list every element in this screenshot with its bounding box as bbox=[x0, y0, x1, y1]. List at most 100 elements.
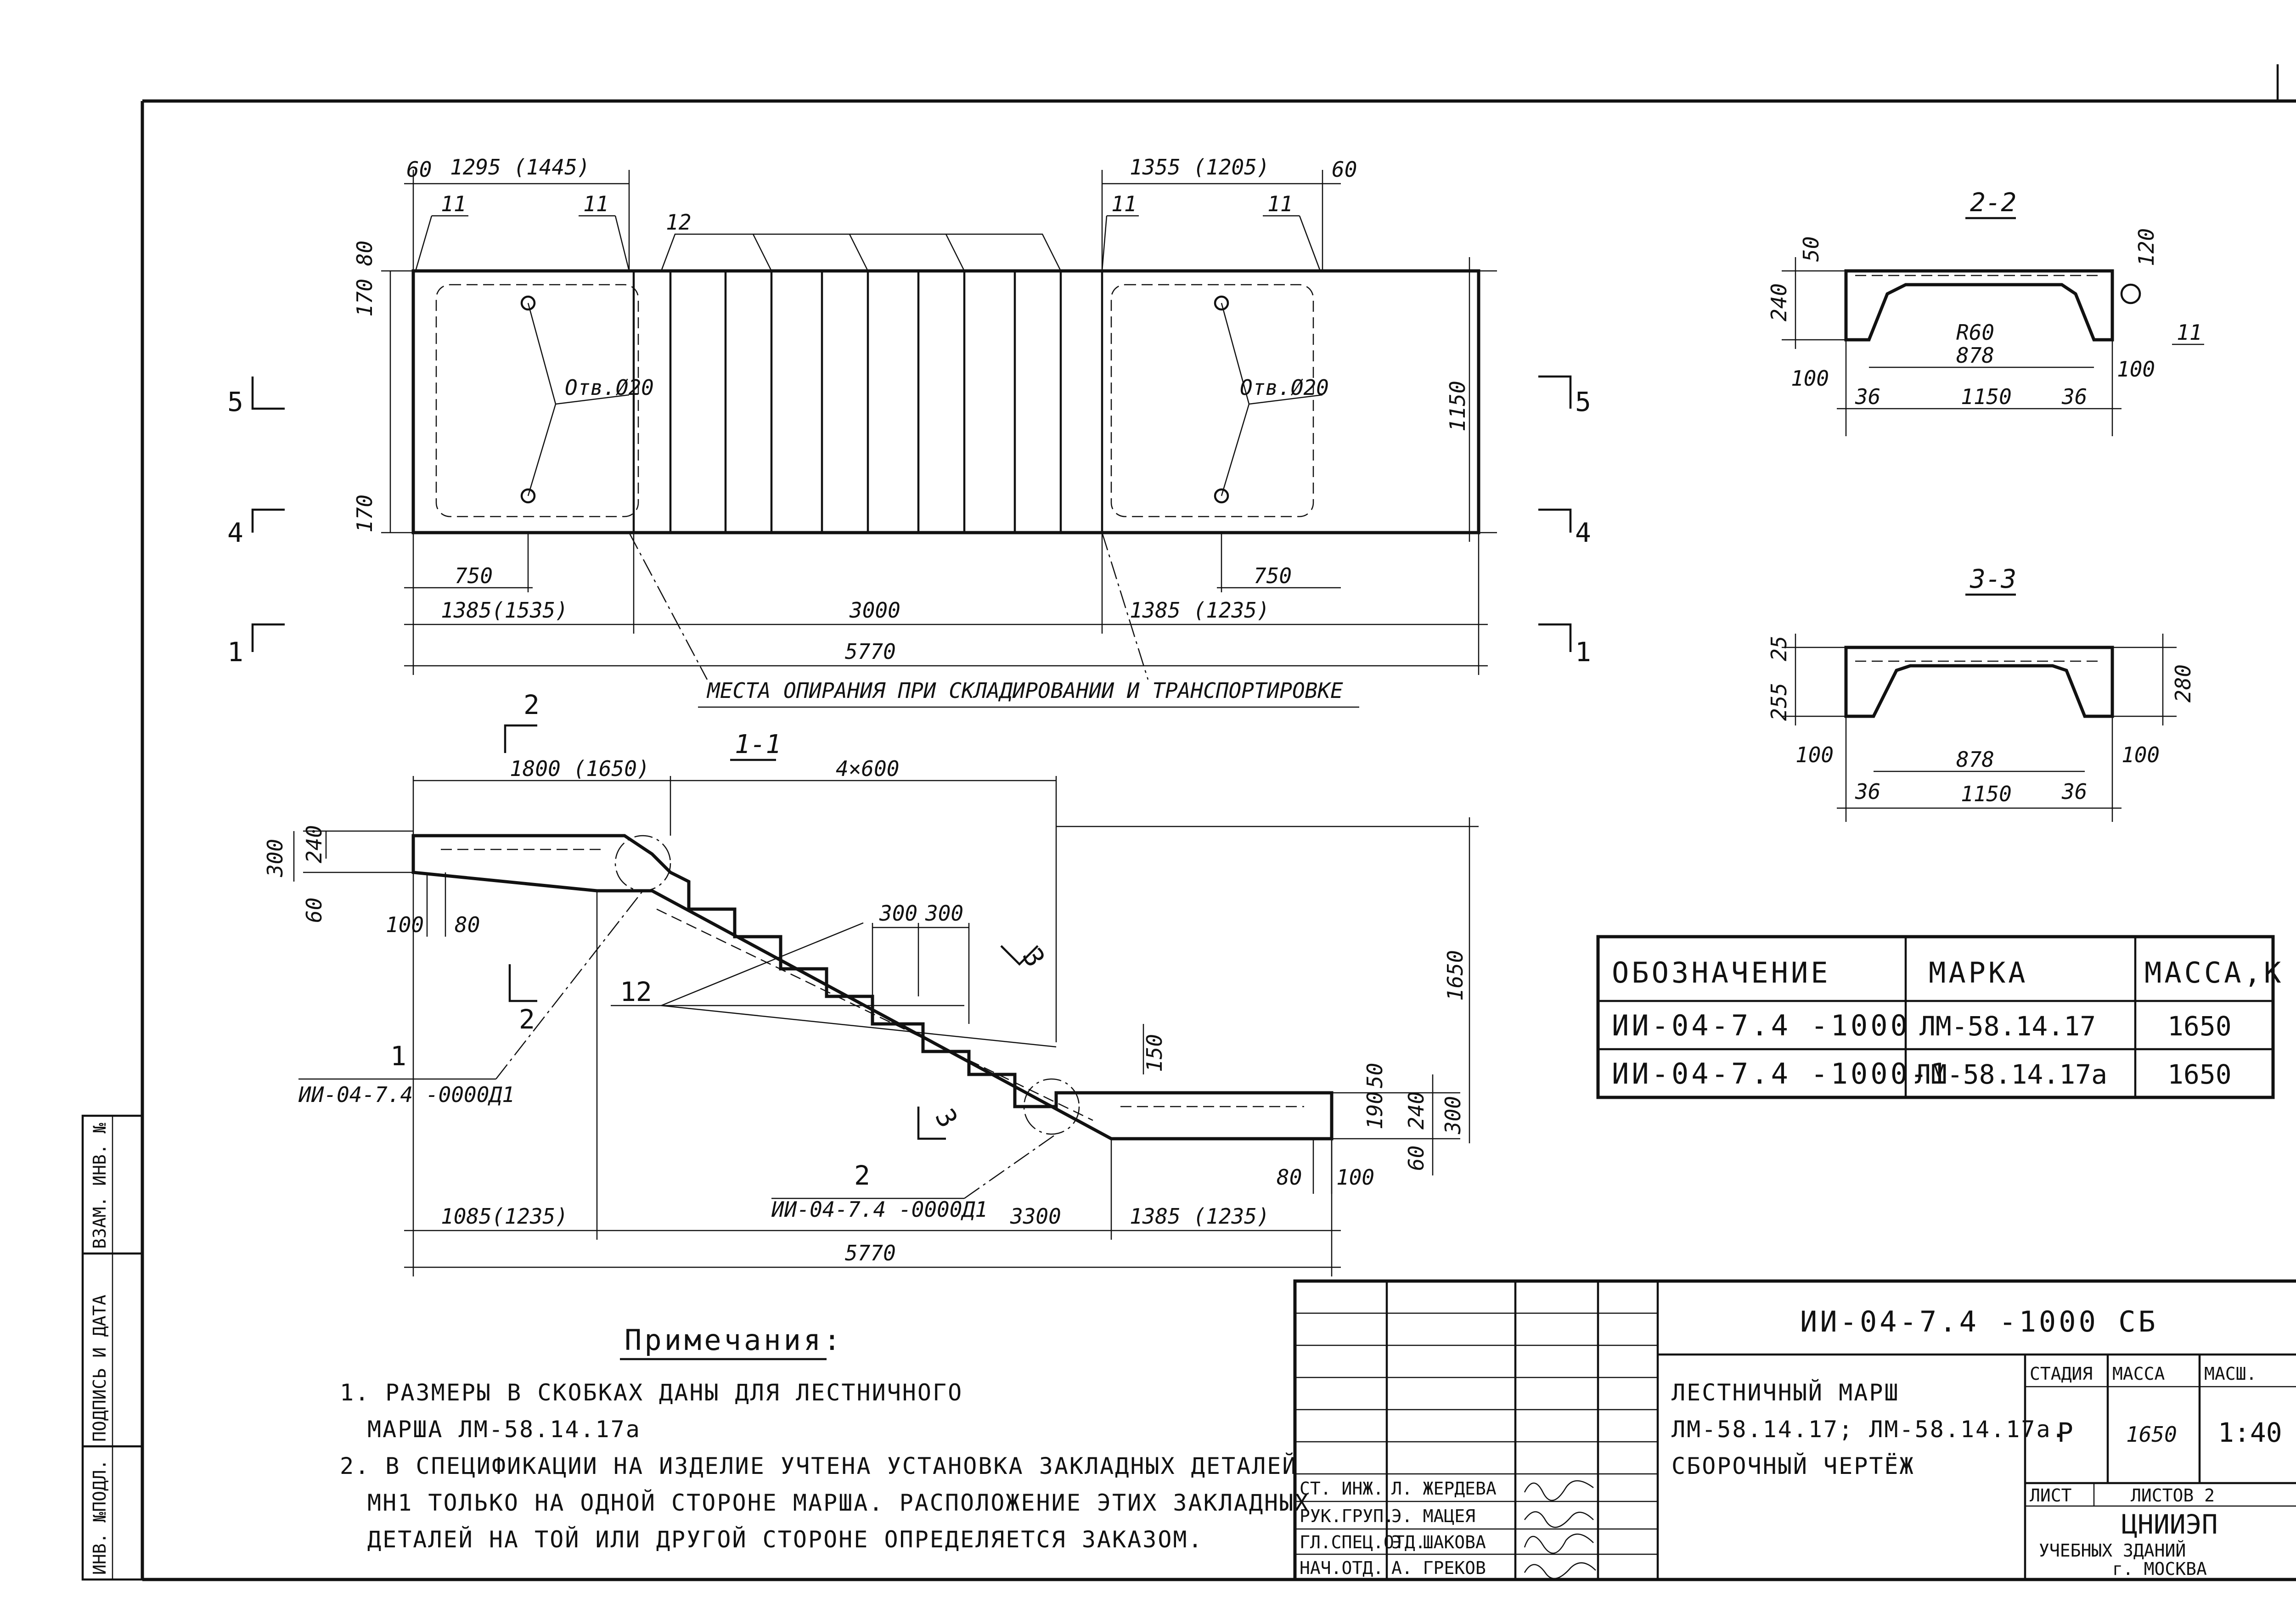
title-block-scale: 1:40 bbox=[2218, 1417, 2282, 1448]
title-block-org: ЦНИИЭП bbox=[2122, 1509, 2218, 1540]
section-2-2-profile bbox=[1844, 269, 2114, 342]
section-2-2: 2-2 50 240 120 R60 878 100 36 1150 36 10… bbox=[1767, 188, 2204, 436]
hole-icon bbox=[1214, 295, 1229, 311]
section-1-1-dim-300: 300 bbox=[263, 839, 287, 877]
title-block-stage: Р bbox=[2057, 1417, 2073, 1448]
plan-dim-1295: 1295 (1445) bbox=[450, 155, 590, 180]
staff-name-4: А. ГРЕКОВ bbox=[1391, 1558, 1486, 1578]
title-block-org2: УЧЕБНЫХ ЗДАНИЙ bbox=[2039, 1540, 2186, 1561]
plan-holes-left: Отв.Ø20 bbox=[565, 375, 654, 400]
plan-dim-1355: 1355 (1205) bbox=[1130, 155, 1270, 180]
section-3-3-title: 3-3 bbox=[1970, 564, 2016, 594]
plan-holes-right: Отв.Ø20 bbox=[1240, 375, 1329, 400]
section-2-2-dim-120: 120 bbox=[2134, 228, 2159, 266]
staff-role-2: РУК.ГРУП. bbox=[1300, 1506, 1394, 1526]
plan-dim-60-right: 60 bbox=[1332, 157, 1357, 182]
section-3-3-dim-36: 36 bbox=[1855, 779, 1880, 804]
title-block-code: ИИ-04-7.4 -1000 СБ bbox=[1800, 1305, 2158, 1338]
hole-icon bbox=[520, 488, 536, 504]
spec-row-2-mark: ЛМ-58.14.17а bbox=[1915, 1059, 2107, 1090]
title-block-col-scale: МАСШ. bbox=[2204, 1364, 2257, 1384]
spec-header-mass: МАССА,К bbox=[2144, 956, 2284, 989]
notes-item-1-cont: МАРША ЛМ-58.14.17а bbox=[367, 1416, 641, 1443]
notes-item-2-cont: МН1 ТОЛЬКО НА ОДНОЙ СТОРОНЕ МАРША. РАСПО… bbox=[367, 1489, 1310, 1516]
plan-dim-5770: 5770 bbox=[845, 639, 896, 664]
section-3-3-profile bbox=[1844, 646, 2114, 718]
section-3-3-dim-1150: 1150 bbox=[1961, 781, 2012, 806]
staff-role-3: ГЛ.СПЕЦ.ОТД. bbox=[1300, 1532, 1426, 1552]
spec-row-1-designation: ИИ-04-7.4 -1000 bbox=[1612, 1009, 1910, 1042]
section-1-1-callout2-num: 2 bbox=[854, 1160, 870, 1191]
section-2-2-dim-36: 36 bbox=[1855, 384, 1880, 409]
section-mark-1: 1 bbox=[1575, 636, 1591, 668]
spec-row-2-mass: 1650 bbox=[2167, 1059, 2232, 1090]
signature-1 bbox=[1524, 1480, 1594, 1501]
section-1-1-dim-60: 60 bbox=[1404, 1146, 1429, 1171]
staff-role-1: СТ. ИНЖ. bbox=[1300, 1478, 1384, 1499]
margin-stamp-repl: ВЗАМ. ИНВ. № bbox=[90, 1123, 110, 1249]
plan-mark-12: 12 bbox=[666, 210, 691, 235]
title-block: СТ. ИНЖ. Л. ЖЕРДЕВА РУК.ГРУП. Э. МАЦЕЯ Г… bbox=[1293, 1279, 2296, 1581]
plan-left-contour bbox=[435, 284, 639, 517]
section-2-2-title: 2-2 bbox=[1970, 188, 2016, 218]
plan-dim-3000: 3000 bbox=[849, 598, 900, 623]
section-3-3-dim-878: 878 bbox=[1956, 747, 1994, 772]
section-3-3-dim-100: 100 bbox=[2122, 742, 2160, 767]
section-3-3-dim-36: 36 bbox=[2061, 779, 2087, 804]
section-1-1-mark-12: 12 bbox=[620, 976, 652, 1007]
spec-row-1-mass: 1650 bbox=[2167, 1011, 2232, 1042]
section-1-1-dim-80: 80 bbox=[1277, 1165, 1302, 1190]
notes-item-2-cont2: ДЕТАЛЕЙ НА ТОЙ ИЛИ ДРУГОЙ СТОРОНЕ ОПРЕДЕ… bbox=[367, 1526, 1204, 1553]
section-mark-5: 5 bbox=[227, 386, 243, 417]
margin-stamp-inv: ИНВ. №ПОДЛ. bbox=[90, 1459, 110, 1575]
section-1-1-dim-300: 300 bbox=[1441, 1096, 1465, 1135]
notes-title: Примечания: bbox=[625, 1323, 844, 1357]
spec-header-designation: ОБОЗНАЧЕНИЕ bbox=[1612, 956, 1831, 989]
section-1-1-dim-100: 100 bbox=[386, 912, 424, 937]
section-1-1-cut2: 2 bbox=[519, 1004, 535, 1035]
section-1-1-cut3: 3 bbox=[1016, 943, 1051, 972]
section-1-1-callout1-code: ИИ-04-7.4 -0000Д1 bbox=[298, 1082, 515, 1107]
section-1-1-dim-4x600: 4×600 bbox=[836, 756, 899, 781]
plan-dim-170-80: 170 80 bbox=[352, 241, 377, 317]
section-3-3-dim-280: 280 bbox=[2171, 664, 2195, 703]
section-2-2-mark-11: 11 bbox=[2177, 320, 2202, 345]
spec-row-1-mark: ЛМ-58.14.17 bbox=[1919, 1011, 2096, 1042]
plan-mark-11: 11 bbox=[1267, 191, 1293, 216]
section-1-1-riser: 150 bbox=[1142, 1034, 1167, 1072]
staff-role-4: НАЧ.ОТД. bbox=[1300, 1558, 1384, 1578]
section-1-1-dim-60: 60 bbox=[302, 898, 326, 923]
title-block-name-1: ЛЕСТНИЧНЫЙ МАРШ bbox=[1671, 1379, 1900, 1406]
plan-mark-11: 11 bbox=[1111, 191, 1137, 216]
plan-mark-11: 11 bbox=[441, 191, 466, 216]
section-2-2-dim-878: 878 bbox=[1956, 343, 1994, 368]
section-1-1-callout1-num: 1 bbox=[390, 1040, 406, 1072]
section-1-1-title: 1-1 bbox=[735, 730, 781, 759]
section-1-1-dim-50: 50 bbox=[1362, 1063, 1387, 1088]
section-2-2-dim-100: 100 bbox=[1791, 366, 1829, 391]
section-1-1-dim-3300: 3300 bbox=[1010, 1204, 1061, 1229]
section-1-1-dim-240: 240 bbox=[302, 825, 326, 863]
section-1-1-callout2-code: ИИ-04-7.4 -0000Д1 bbox=[771, 1197, 988, 1222]
section-2-2-dim-240: 240 bbox=[1767, 283, 1791, 321]
section-marks-right: 5 4 1 bbox=[1538, 375, 1591, 668]
section-3-3-dim-25: 25 bbox=[1767, 636, 1791, 661]
plan-steps bbox=[632, 271, 1103, 533]
section-2-2-r60: R60 bbox=[1956, 320, 1994, 345]
section-marks-left: 5 4 1 bbox=[227, 377, 285, 668]
plan-view: Отв.Ø20 Отв.Ø20 60 1295 (1445) 1355 (120… bbox=[227, 155, 1591, 708]
title-block-mass: 1650 bbox=[2126, 1422, 2177, 1447]
section-1-1-cut2: 2 bbox=[523, 689, 540, 720]
spec-row-2-designation: ИИ-04-7.4 -1000-1 bbox=[1612, 1057, 1950, 1090]
section-3-3: 3-3 255 25 280 100 878 100 36 1150 36 bbox=[1767, 564, 2195, 822]
plan-dim-1385-right: 1385 (1235) bbox=[1130, 598, 1270, 623]
spec-header-mark: МАРКА bbox=[1929, 956, 2028, 989]
signature-4 bbox=[1524, 1562, 1596, 1580]
section-1-1-cut3: 3 bbox=[929, 1103, 964, 1133]
section-2-2-dim-50: 50 bbox=[1799, 236, 1823, 262]
plan-dim-170: 170 bbox=[352, 495, 377, 533]
section-mark-4: 4 bbox=[227, 517, 243, 548]
section-mark-1: 1 bbox=[227, 636, 243, 668]
section-1-1-dim-240: 240 bbox=[1404, 1091, 1429, 1130]
